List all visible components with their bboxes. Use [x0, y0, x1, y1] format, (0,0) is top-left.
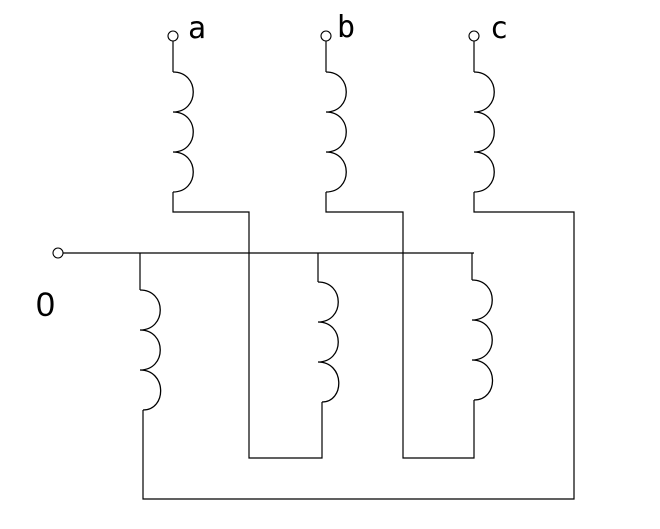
terminal-b [320, 30, 332, 42]
lower-winding-3 [471, 253, 494, 401]
label-o: 0 [36, 286, 55, 324]
label-c: c [490, 11, 508, 46]
lower-winding-2 [317, 253, 340, 403]
upper-winding-b [325, 41, 475, 459]
terminal-a [167, 30, 179, 42]
label-a: a [188, 11, 206, 46]
upper-winding-c [142, 41, 575, 500]
label-b: b [337, 10, 355, 45]
lower-winding-1 [139, 253, 162, 411]
upper-winding-a [172, 41, 323, 459]
terminal-o [52, 247, 64, 259]
terminal-c [468, 30, 480, 42]
